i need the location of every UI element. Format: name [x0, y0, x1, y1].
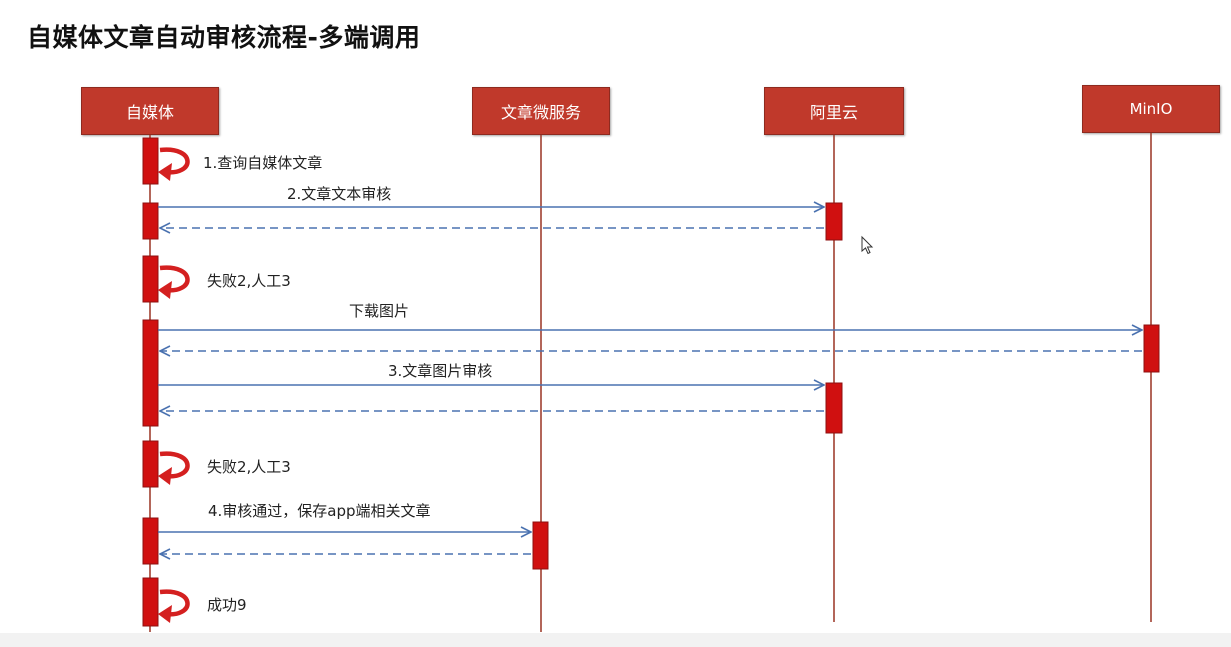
activation-bar — [142, 440, 159, 488]
actor-media: 自媒体 — [81, 87, 219, 135]
activation-bar — [142, 137, 159, 185]
activation-bar — [1143, 324, 1160, 373]
message-label-text-review: 2.文章文本审核 — [287, 185, 392, 203]
self-call-arrow-icon — [158, 589, 190, 623]
actor-minio: MinIO — [1082, 85, 1220, 133]
message-label-success: 成功9 — [207, 596, 247, 614]
message-label-save: 4.审核通过，保存app端相关文章 — [208, 502, 431, 520]
activation-bar — [142, 202, 159, 240]
message-label-image-review: 3.文章图片审核 — [388, 362, 493, 380]
message-label-download: 下载图片 — [349, 302, 410, 320]
cursor-icon — [861, 235, 874, 255]
message-label-query: 1.查询自媒体文章 — [203, 154, 323, 172]
activation-bar — [142, 577, 159, 627]
bottom-bar — [0, 633, 1231, 647]
self-call-arrow-icon — [158, 147, 190, 181]
activation-bar — [142, 255, 159, 303]
activation-bar — [532, 521, 549, 570]
self-call-arrow-icon — [158, 265, 190, 299]
activation-bar — [825, 202, 843, 241]
diagram-title: 自媒体文章自动审核流程-多端调用 — [27, 23, 421, 52]
activation-bar — [142, 517, 159, 565]
message-label-fail: 失败2,人工3 — [207, 458, 291, 476]
message-label-fail: 失败2,人工3 — [207, 272, 291, 290]
activation-bar — [825, 382, 843, 434]
actor-article-service: 文章微服务 — [472, 87, 610, 135]
activation-bar — [142, 319, 159, 427]
actor-aliyun: 阿里云 — [764, 87, 904, 135]
self-call-arrow-icon — [158, 451, 190, 485]
